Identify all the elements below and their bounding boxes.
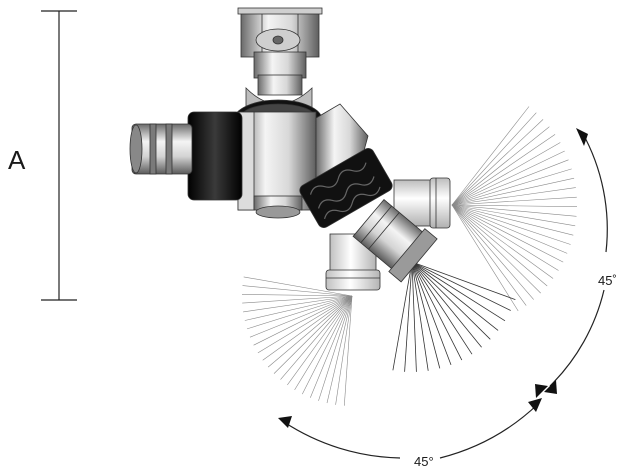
spray-line — [246, 295, 353, 330]
spray-line — [335, 295, 353, 405]
spray-line — [411, 261, 506, 322]
arrowhead-icon — [544, 380, 557, 394]
spray-line — [451, 159, 569, 206]
spray-line — [411, 261, 516, 300]
spray-line — [451, 204, 541, 294]
angle-arc-right: 45˚ — [535, 128, 617, 398]
spray-line — [451, 204, 564, 263]
angle-arc-bottom: 45° — [278, 398, 542, 468]
spray-line — [273, 295, 353, 374]
spray-line — [451, 204, 559, 271]
dimension-a: A — [8, 10, 77, 301]
spray-line — [451, 177, 575, 206]
spray-line — [411, 261, 441, 369]
spray-fan-bottom — [241, 276, 353, 406]
arrowhead-icon — [535, 384, 548, 398]
dimension-a-label: A — [8, 145, 26, 175]
spray-line — [451, 204, 519, 312]
spray-line — [244, 295, 353, 321]
arrowhead-icon — [528, 398, 542, 412]
angle-label-right: 45˚ — [598, 273, 617, 288]
spray-line — [451, 106, 530, 206]
spray-line — [411, 261, 491, 340]
spray-fan-center — [392, 261, 516, 372]
spray-fan-right — [451, 106, 578, 312]
spray-line — [451, 142, 561, 206]
spray-line — [392, 261, 413, 371]
spray-line — [451, 112, 537, 206]
spray-line — [344, 295, 353, 406]
spray-line — [451, 134, 556, 206]
spray-line — [451, 204, 574, 236]
spray-line — [411, 261, 473, 355]
spray-line — [326, 295, 353, 404]
spray-line — [451, 119, 544, 206]
spray-line — [257, 295, 353, 354]
spray-line — [241, 294, 353, 297]
spray-line — [411, 261, 429, 371]
arrowhead-icon — [278, 416, 292, 428]
spray-line — [451, 204, 568, 254]
spray-line — [243, 276, 353, 297]
spray-line — [411, 261, 511, 311]
spray-line — [267, 295, 353, 368]
angle-label-bottom: 45° — [414, 454, 434, 468]
spray-line — [451, 204, 577, 217]
spray-line — [287, 295, 353, 386]
spray-line — [451, 168, 572, 206]
spray-line — [242, 295, 353, 304]
spray-line — [411, 261, 499, 331]
spray-line — [253, 295, 353, 346]
spray-line — [249, 295, 353, 338]
spray-line — [451, 204, 527, 306]
spray-line — [262, 295, 353, 361]
spray-line — [451, 187, 576, 206]
spray-line — [451, 204, 571, 245]
arrowhead-icon — [576, 128, 588, 146]
spray-line — [411, 261, 452, 366]
spray-line — [451, 204, 578, 207]
spray-line — [243, 295, 353, 313]
spray-line — [411, 261, 417, 372]
spray-line — [294, 295, 353, 391]
spray-line — [451, 204, 554, 279]
spray-line — [451, 196, 577, 206]
spray-line — [318, 295, 353, 401]
spray-line — [411, 261, 463, 361]
nozzle-assembly — [129, 7, 451, 291]
spray-line — [451, 204, 576, 227]
spray-line — [451, 204, 548, 287]
spray-line — [242, 285, 353, 297]
spray-line — [302, 295, 353, 395]
spray-line — [451, 126, 550, 206]
spray-line — [280, 295, 353, 380]
spray-line — [451, 204, 534, 300]
spray-line — [310, 295, 353, 398]
spray-line — [451, 150, 565, 206]
spray-line — [404, 261, 413, 372]
spray-line — [411, 261, 482, 348]
